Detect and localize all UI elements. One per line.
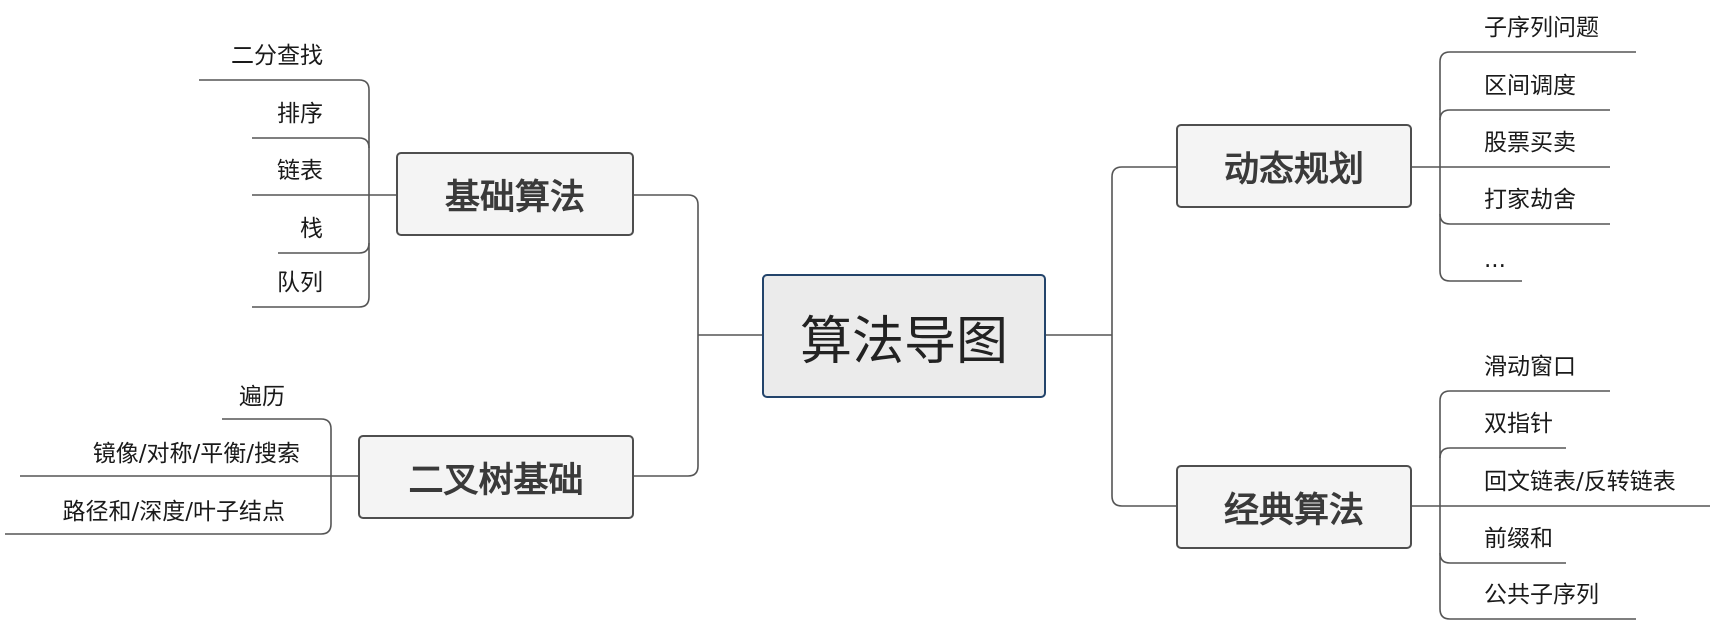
leaf-sliding-window[interactable]: 滑动窗口	[1484, 354, 1576, 380]
leaf-interval-scheduling[interactable]: 区间调度	[1484, 73, 1576, 99]
leaf-sorting[interactable]: 排序	[277, 101, 323, 127]
topic-classic-algorithms[interactable]: 经典算法	[1176, 465, 1412, 549]
leaf-common-subsequence[interactable]: 公共子序列	[1484, 582, 1599, 608]
leaf-more[interactable]: ...	[1484, 247, 1506, 273]
leaf-subsequence-problems[interactable]: 子序列问题	[1484, 15, 1599, 41]
leaf-traversal[interactable]: 遍历	[239, 384, 285, 410]
root-node[interactable]: 算法导图	[762, 274, 1046, 398]
leaf-palindrome-reverse-linked-list[interactable]: 回文链表/反转链表	[1484, 469, 1676, 495]
leaf-house-robber[interactable]: 打家劫舍	[1484, 187, 1576, 213]
leaf-queue[interactable]: 队列	[277, 270, 323, 296]
connector-left-trunk	[634, 194, 699, 335]
leaf-linked-list[interactable]: 链表	[277, 158, 323, 184]
connector-right-trunk	[1111, 166, 1176, 335]
topic-dynamic-programming[interactable]: 动态规划	[1176, 124, 1412, 208]
leaf-path-sum-depth-leaf-nodes[interactable]: 路径和/深度/叶子结点	[62, 499, 286, 525]
connector-right-trunk-lower	[1111, 335, 1176, 507]
topic-basic-algorithms[interactable]: 基础算法	[396, 152, 634, 236]
leaf-two-pointers[interactable]: 双指针	[1484, 411, 1553, 437]
topic-binary-tree-basics[interactable]: 二叉树基础	[358, 435, 634, 519]
leaf-prefix-sum[interactable]: 前缀和	[1484, 526, 1553, 552]
leaf-binary-search[interactable]: 二分查找	[231, 43, 323, 69]
connector-left-trunk-lower	[634, 335, 699, 477]
leaf-stock-trading[interactable]: 股票买卖	[1484, 130, 1576, 156]
leaf-stack[interactable]: 栈	[300, 216, 323, 242]
leaf-mirror-symmetric-balanced-search[interactable]: 镜像/对称/平衡/搜索	[92, 441, 300, 467]
